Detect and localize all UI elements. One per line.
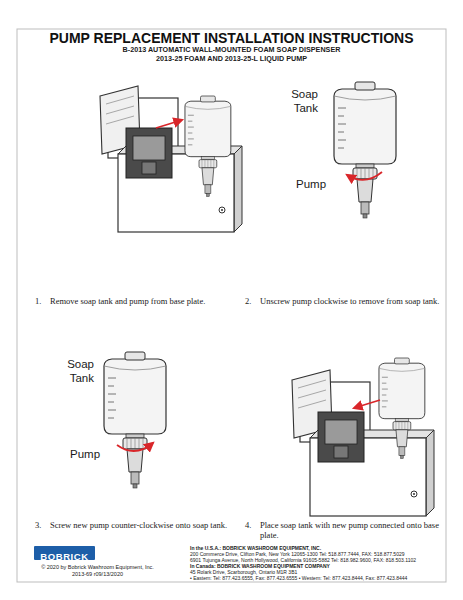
logo-text: BOBRICK	[40, 550, 89, 564]
document-number: 2013-69 r09/13/2020	[20, 571, 175, 578]
step-text: Place soap tank with new pump connected …	[260, 520, 440, 540]
page-frame	[17, 29, 446, 582]
rotation-arrow	[347, 172, 382, 180]
subtitle: 2013-25 FOAM AND 2013-25-L LIQUID PUMP	[0, 55, 463, 64]
move-arrow	[156, 120, 182, 128]
address-heading: In the U.S.A.: BOBRICK WASHROOM EQUIPMEN…	[190, 545, 445, 551]
address-line: • Eastern: Tel: 877.423.6555, Fax: 877.4…	[190, 575, 445, 581]
logo-box: BOBRICK	[34, 546, 95, 560]
soap-tank-figure	[379, 358, 425, 459]
part-label: Soap Tank	[48, 358, 94, 386]
page-title: PUMP REPLACEMENT INSTALLATION INSTRUCTIO…	[0, 30, 463, 47]
step-number: 4.	[245, 520, 259, 530]
address-line: 45 Rolark Drive, Scarborough, Ontario M1…	[190, 569, 445, 575]
address-line: 200 Commerce Drive, Clifton Park, New Yo…	[190, 551, 445, 557]
step-text: Screw new pump counter-clockwise onto so…	[50, 520, 230, 530]
soap-tank-figure	[185, 96, 231, 197]
copyright: © 2020 by Bobrick Washroom Equipment, In…	[20, 564, 175, 571]
step-number: 2.	[245, 296, 259, 306]
part-label: Pump	[296, 178, 336, 192]
step-number: 3.	[35, 520, 49, 530]
part-label: Soap Tank	[272, 88, 318, 116]
dispenser-figure	[100, 86, 242, 232]
soap-tank-figure	[104, 352, 166, 488]
step-text: Remove soap tank and pump from base plat…	[50, 296, 230, 306]
rotation-arrow	[117, 443, 153, 451]
address-line: 6901 Tujunga Avenue, North Hollywood, Ca…	[190, 557, 445, 563]
step-number: 1.	[35, 296, 49, 306]
soap-tank-figure	[334, 82, 396, 218]
step-text: Unscrew pump clockwise to remove from so…	[260, 296, 440, 306]
address-heading: In Canada: BOBRICK WASHROOM EQUIPMENT CO…	[190, 563, 445, 569]
part-label: Pump	[70, 448, 110, 462]
subtitle: B-2013 AUTOMATIC WALL-MOUNTED FOAM SOAP …	[0, 46, 463, 55]
move-arrow	[354, 400, 380, 408]
